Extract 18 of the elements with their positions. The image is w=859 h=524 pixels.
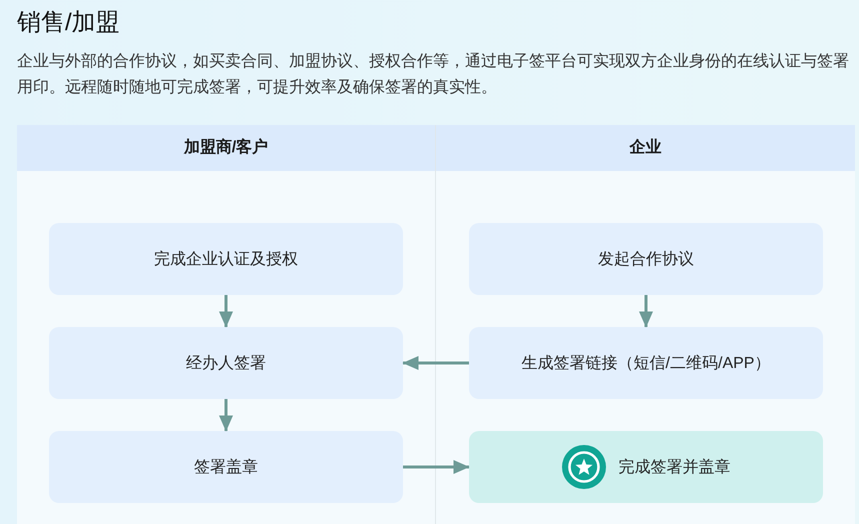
arrow [639, 295, 653, 328]
process-box: 签署盖章 [49, 431, 403, 503]
arrow [402, 356, 469, 370]
process-box [469, 431, 823, 503]
arrow [219, 399, 233, 432]
description: 企业与外部的合作协议，如买卖合同、加盟协议、授权合作等，通过电子签平台可实现双方企业身份的在线认证与签署用印。远程随时随地可完成签署，可提升效率及确保签署的真实性。 [17, 52, 850, 98]
lane-header: 加盟商/客户 [17, 125, 435, 171]
process-box: 完成企业认证及授权 [49, 223, 403, 295]
arrow [219, 295, 233, 328]
swimlane [17, 125, 436, 524]
process-box: 发起合作协议 [469, 223, 823, 295]
title: 销售/加盟 [17, 8, 120, 38]
arrow [403, 460, 470, 474]
process-box: 生成签署链接（短信/二维码/APP） [469, 327, 823, 399]
lane-header: 企业 [436, 125, 855, 171]
step-label: 完成签署并盖章 [618, 458, 730, 478]
process-box: 经办人签署 [49, 327, 403, 399]
swimlane [436, 125, 855, 524]
